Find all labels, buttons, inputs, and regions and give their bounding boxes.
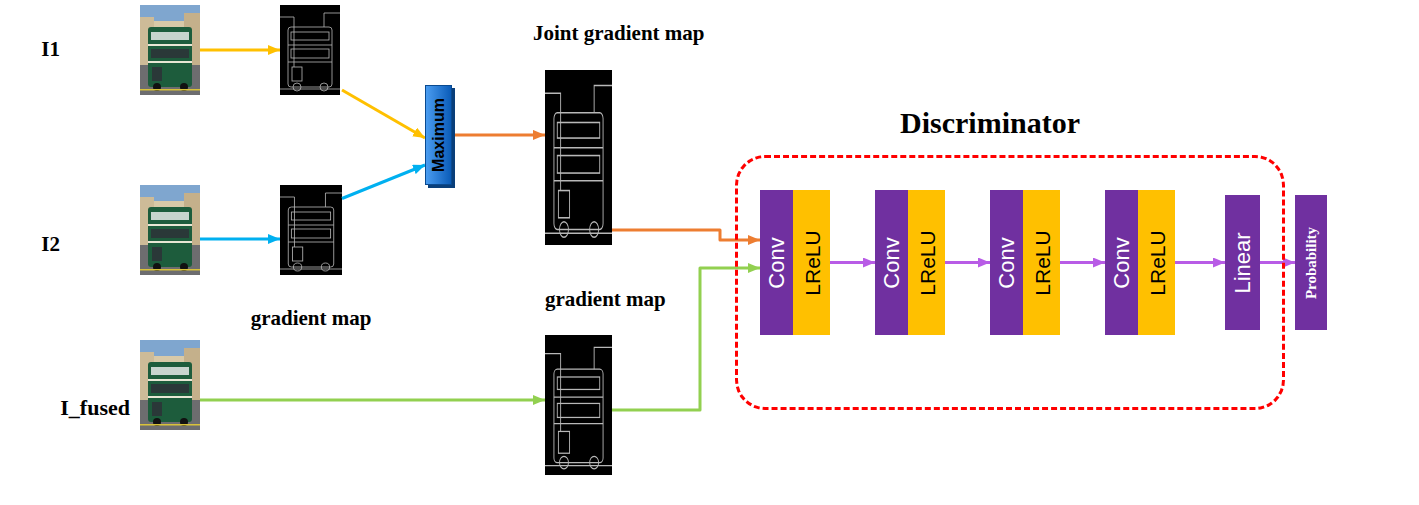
conv-layer: Conv LReLU	[990, 190, 1060, 335]
flow-arrow	[830, 261, 875, 264]
layer-name: Conv	[766, 237, 788, 288]
conv-block: Conv	[875, 190, 908, 335]
image-node: I2	[140, 185, 200, 275]
conv-layer: Conv LReLU	[1105, 190, 1175, 335]
activation-block: LReLU	[1138, 190, 1175, 335]
image-node: I1	[140, 5, 200, 95]
output-block: Probability	[1295, 195, 1327, 330]
activation-block: LReLU	[1023, 190, 1060, 335]
image-node: gradient map	[280, 185, 342, 275]
joint-gradient-image	[545, 70, 612, 245]
flow-arrow	[200, 399, 545, 402]
conv-block: Conv	[1105, 190, 1138, 335]
gradient-image	[280, 5, 340, 95]
image-node: I_fused	[140, 340, 200, 430]
image-label: gradient map	[545, 288, 666, 311]
conv-layer: Conv LReLU	[760, 190, 830, 335]
image-label: Joint gradient map	[533, 22, 705, 45]
image-node: gradient map	[545, 335, 612, 475]
conv-block: Conv	[760, 190, 793, 335]
activation-name: LReLU	[916, 230, 937, 295]
layer-name: Conv	[1111, 237, 1133, 288]
flow-arrow	[452, 133, 545, 136]
image-label: gradient map	[251, 307, 372, 330]
activation-name: LReLU	[1031, 230, 1052, 295]
image-label: I2	[41, 233, 60, 256]
image-label: I1	[41, 38, 60, 61]
flow-arrow	[200, 49, 280, 52]
flow-arrow	[1260, 261, 1295, 264]
image-label: I_fused	[60, 396, 130, 420]
activation-name: LReLU	[801, 230, 822, 295]
maximum-box: Maximum	[425, 85, 452, 185]
activation-name: LReLU	[1146, 230, 1167, 295]
group-title: Discriminator	[715, 106, 1265, 140]
output-label: Probability	[1304, 226, 1319, 298]
linear-layer: Linear	[1225, 195, 1260, 330]
fused-image	[140, 340, 200, 430]
discriminator-group: DiscriminatorConvLReLUConvLReLUConvLReLU…	[735, 155, 1285, 410]
layer-name: Linear	[1232, 232, 1254, 293]
gradient-image	[280, 185, 342, 275]
flow-arrow	[1060, 261, 1105, 264]
flow-arrow	[342, 165, 425, 199]
layer-name: Conv	[881, 237, 903, 288]
source-image	[140, 185, 200, 275]
layer-name: Conv	[996, 237, 1018, 288]
flow-arrow	[945, 261, 990, 264]
operation-label: Maximum	[431, 98, 447, 172]
gradient-image	[545, 335, 612, 475]
image-node: Joint gradient map	[545, 70, 612, 245]
activation-block: LReLU	[793, 190, 830, 335]
flow-arrow	[1175, 261, 1225, 264]
flow-arrow	[200, 238, 280, 241]
activation-block: LReLU	[908, 190, 945, 335]
source-image	[140, 5, 200, 95]
flow-arrow	[342, 90, 425, 138]
conv-block: Conv	[990, 190, 1023, 335]
conv-layer: Conv LReLU	[875, 190, 945, 335]
